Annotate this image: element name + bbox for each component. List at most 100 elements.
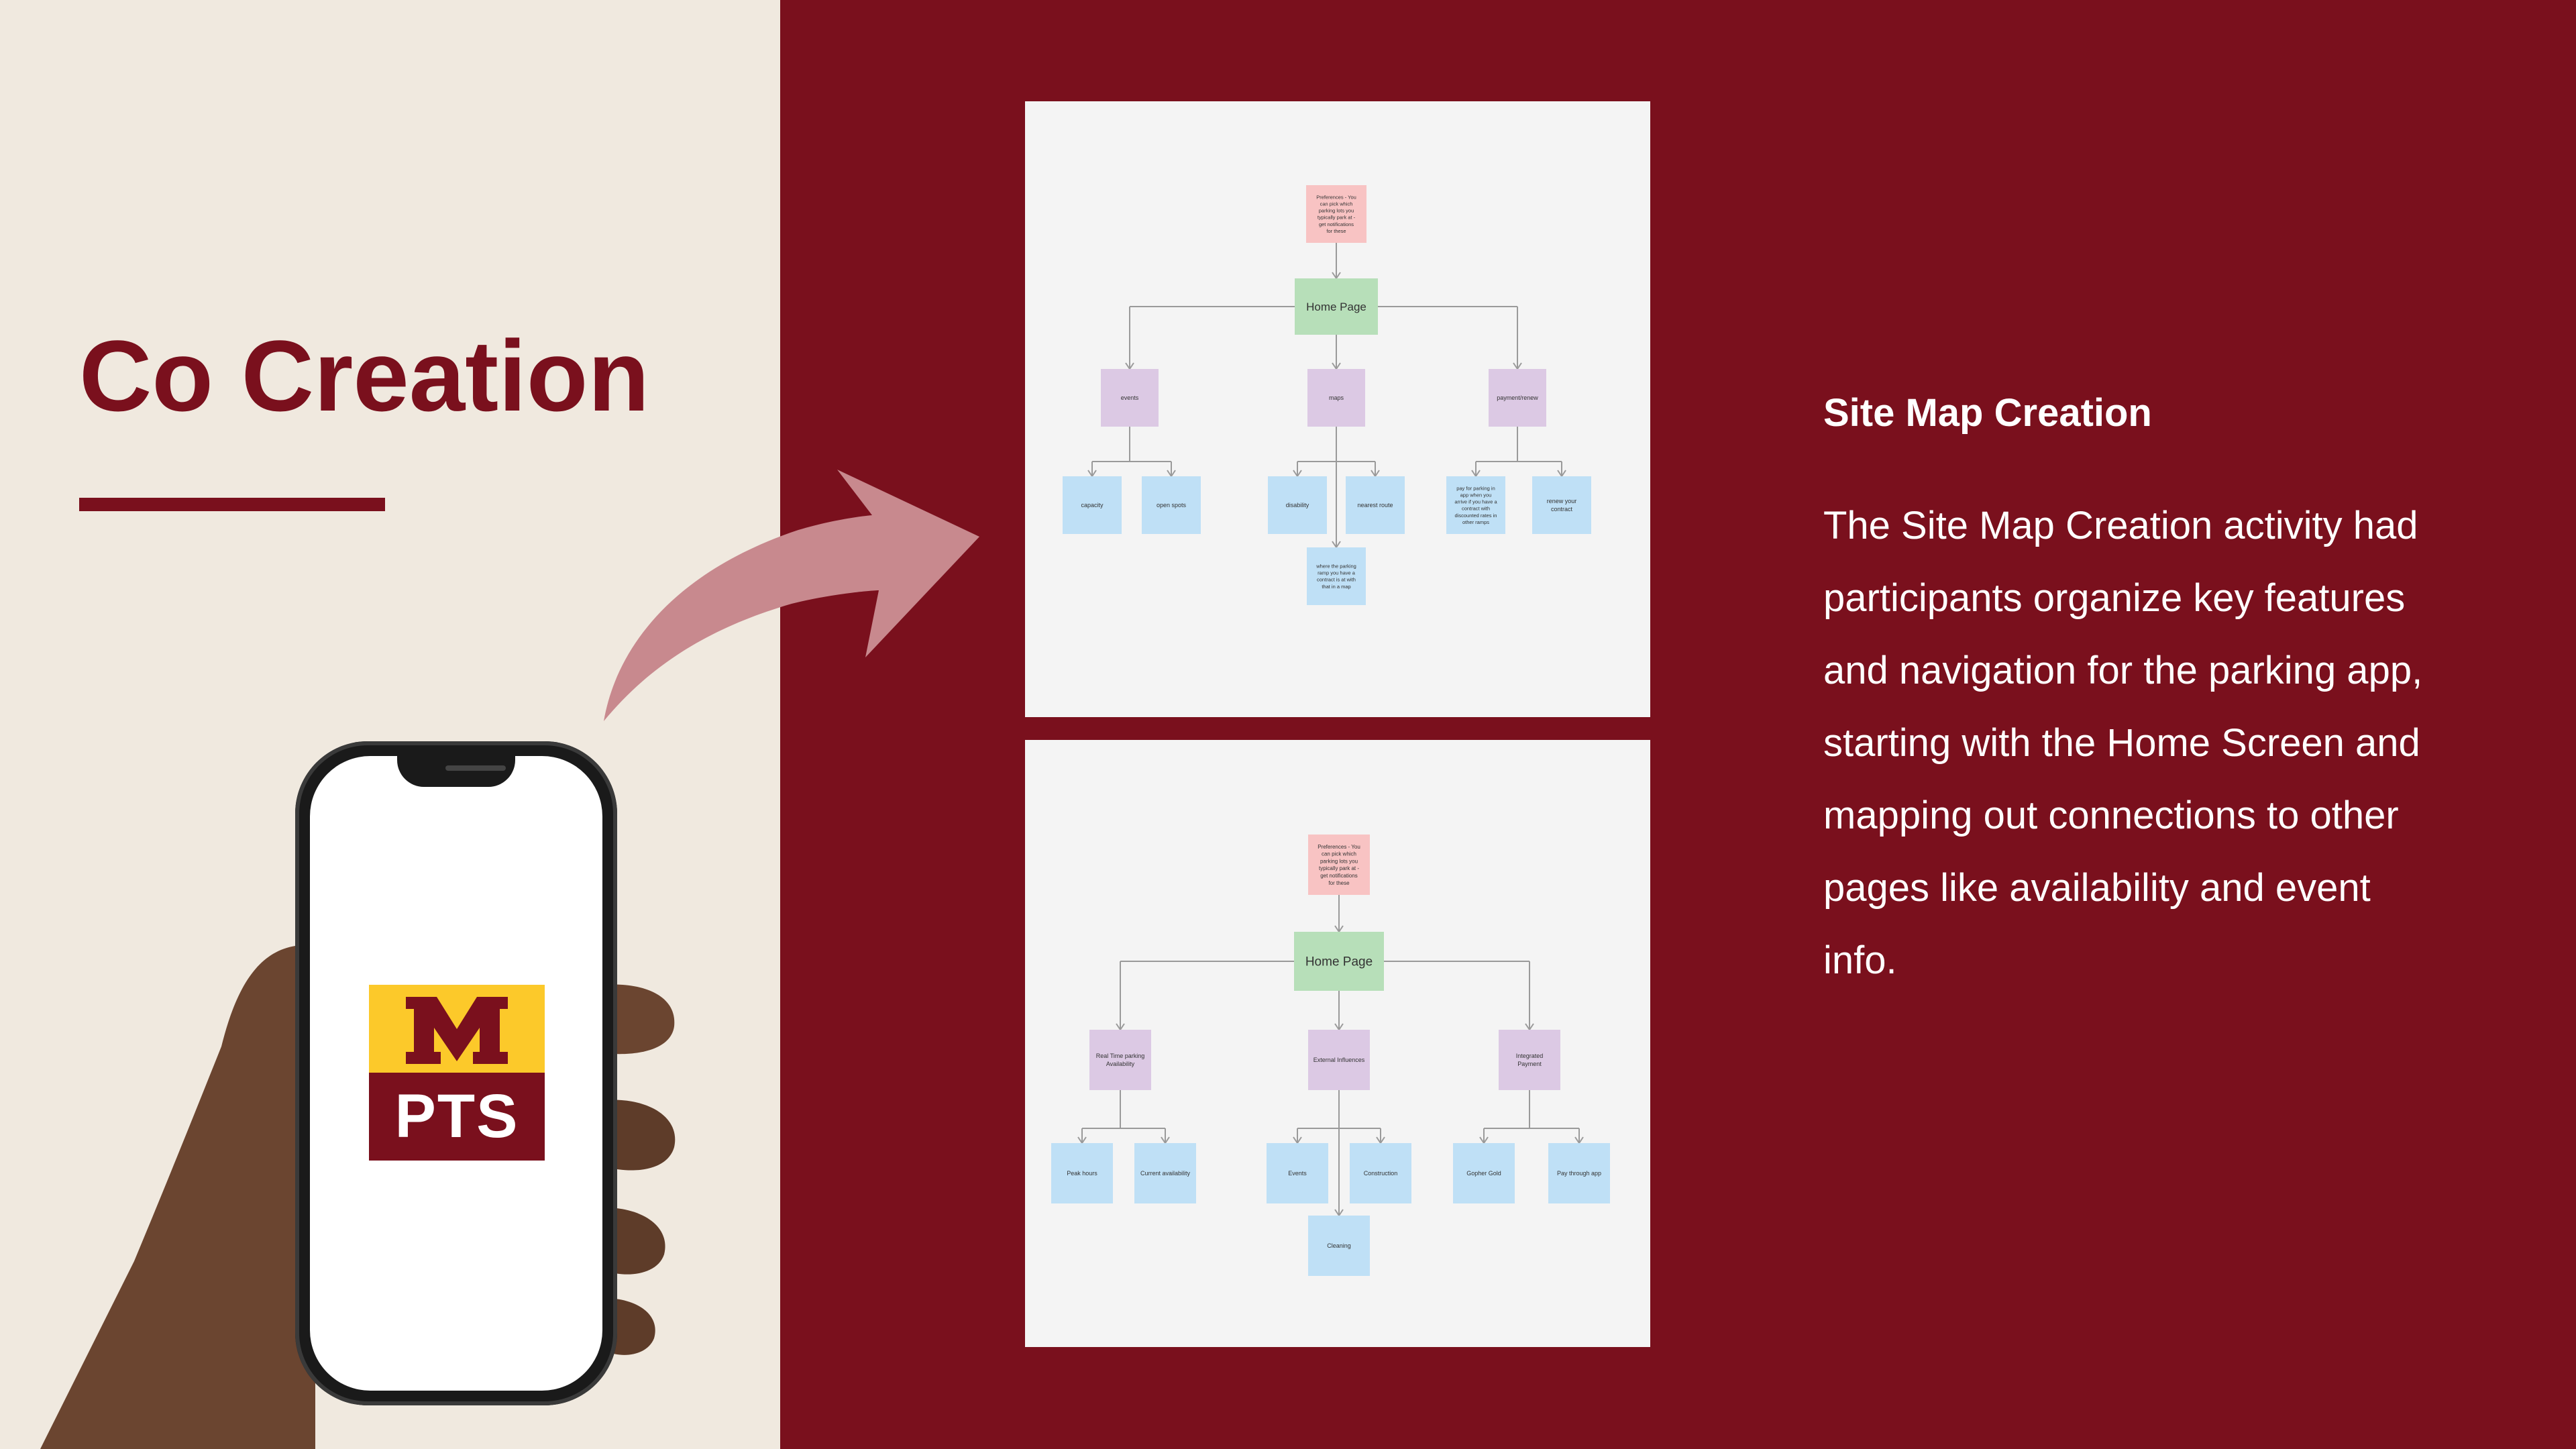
child-node-label: Construction [1364, 1170, 1398, 1177]
child-node-label: Current availability [1140, 1170, 1191, 1177]
root-note-label: can pick which [1320, 201, 1353, 207]
pts-logo: ® PTS [369, 985, 545, 1161]
home-page-node: Home Page [1295, 278, 1378, 335]
branch-node-box [1499, 1030, 1560, 1090]
child-node-label: Events [1288, 1170, 1307, 1177]
root-note-label: typically park at - [1318, 215, 1356, 221]
branch-node-box [1089, 1030, 1151, 1090]
root-note-box [1306, 185, 1366, 243]
child-node: Gopher Gold [1453, 1143, 1515, 1203]
phone-notch [397, 756, 515, 787]
curved-arrow-icon [604, 470, 979, 721]
child-node-box [1453, 1143, 1515, 1203]
branch-node-label: Availability [1106, 1061, 1135, 1067]
child-node-box [1268, 476, 1327, 534]
branch-node-box [1489, 369, 1546, 427]
child-node-box [1446, 476, 1505, 534]
branch-node: payment/renew [1489, 369, 1546, 427]
child-node-box [1308, 1216, 1370, 1276]
root-note-box [1308, 835, 1370, 895]
child-node-label: Gopher Gold [1466, 1170, 1501, 1177]
root-note-label: parking lots you [1320, 858, 1358, 864]
child-node-label: Cleaning [1327, 1242, 1351, 1249]
branch-node-label: payment/renew [1497, 394, 1538, 401]
child-node-box [1307, 547, 1366, 605]
child-node: Current availability [1134, 1143, 1196, 1203]
child-node-box [1532, 476, 1591, 534]
block-m-icon: ® [406, 997, 508, 1064]
branch-node: events [1101, 369, 1159, 427]
branch-node: External Influences [1308, 1030, 1370, 1090]
root-note-label: can pick which [1322, 851, 1356, 857]
root-note-label: Preferences - You [1316, 194, 1356, 200]
home-page-node: Home Page [1294, 932, 1384, 991]
child-node-box [1346, 476, 1405, 534]
root-note-label: for these [1326, 228, 1346, 234]
child-node-label: contract with [1462, 506, 1490, 512]
title-underline [79, 498, 385, 511]
branch-node-box [1307, 369, 1365, 427]
child-node: open spots [1142, 476, 1201, 534]
branch-node-label: maps [1329, 394, 1344, 401]
logo-maroon-band [369, 1073, 545, 1161]
root-note-label: typically park at - [1319, 865, 1359, 871]
child-node-label: that in a map [1322, 584, 1350, 590]
child-node-label: arrive if you have a [1454, 499, 1497, 505]
child-node: capacity [1063, 476, 1122, 534]
child-node-label: Peak hours [1067, 1170, 1097, 1177]
child-node-label: other ramps [1462, 519, 1489, 525]
phone-mockup [295, 741, 617, 1405]
home-page-node-label: Home Page [1306, 301, 1366, 313]
branch-node-box [1308, 1030, 1370, 1090]
child-node-box [1350, 1143, 1411, 1203]
branch-node-label: Integrated [1516, 1053, 1544, 1059]
branch-node-label: Payment [1517, 1061, 1542, 1067]
child-node-box [1134, 1143, 1196, 1203]
child-node: Events [1267, 1143, 1328, 1203]
child-node-box [1548, 1143, 1610, 1203]
logo-text: PTS [394, 1082, 519, 1150]
root-note-label: for these [1328, 880, 1350, 886]
child-node-label: renew your [1547, 498, 1577, 504]
branch-node-label: Real Time parking [1096, 1053, 1145, 1059]
root-note-label: get notifications [1319, 221, 1354, 227]
child-node-label: where the parking [1316, 563, 1356, 569]
child-node-label: ramp you have a [1318, 570, 1356, 576]
child-node: Cleaning [1308, 1216, 1370, 1276]
child-node-box [1267, 1143, 1328, 1203]
child-node-label: Pay through app [1557, 1170, 1601, 1177]
home-page-node-box [1295, 278, 1378, 335]
child-node-label: contract is at with [1317, 577, 1356, 583]
root-note-label: get notifications [1320, 873, 1358, 879]
slide-title: Co Creation [79, 319, 650, 432]
child-node: disability [1268, 476, 1327, 534]
root-note-label: parking lots you [1319, 208, 1354, 214]
registered-mark: ® [505, 1054, 508, 1063]
child-node-label: disability [1286, 502, 1309, 508]
child-node-label: app when you [1460, 492, 1492, 498]
branch-node: maps [1307, 369, 1365, 427]
child-node: Construction [1350, 1143, 1411, 1203]
body-text: The Site Map Creation activity had parti… [1823, 504, 2423, 982]
home-page-node-label: Home Page [1305, 955, 1373, 969]
child-node: nearest route [1346, 476, 1405, 534]
speaker-icon [445, 765, 506, 771]
home-page-node-box [1294, 932, 1384, 991]
root-note-label: Preferences - You [1318, 844, 1360, 850]
child-node-label: open spots [1157, 502, 1187, 508]
branch-node-label: events [1121, 394, 1139, 401]
section-heading: Site Map Creation [1823, 391, 2152, 435]
child-node-box [1063, 476, 1122, 534]
child-node-label: pay for parking in [1456, 485, 1495, 491]
